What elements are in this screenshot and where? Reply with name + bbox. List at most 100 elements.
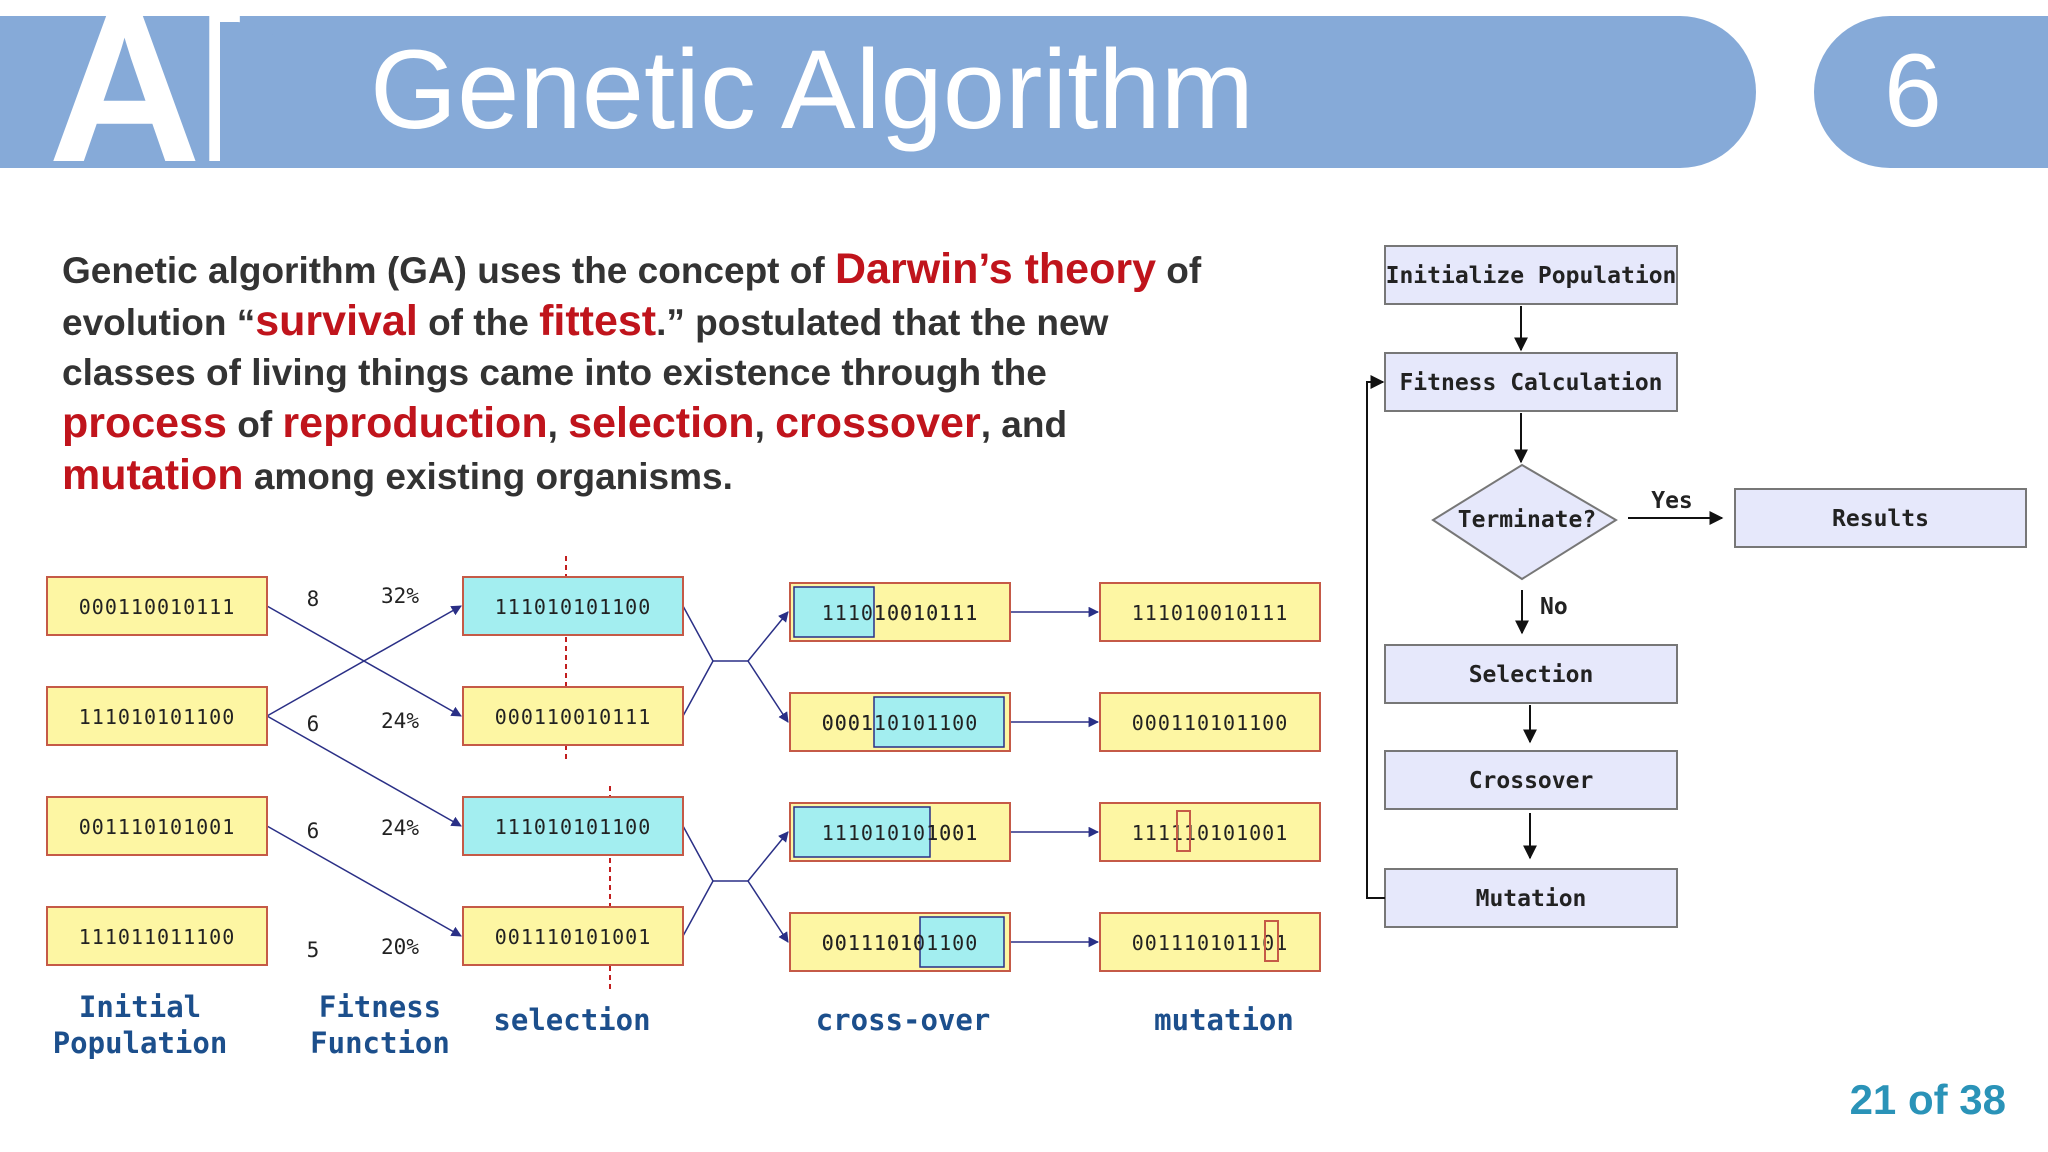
fitness-percent-4: 20%	[381, 935, 419, 959]
flow-selection-label: Selection	[1469, 662, 1594, 688]
flow-selection	[1384, 644, 1678, 704]
pair-link-2e	[747, 880, 789, 943]
selection-link-4	[266, 825, 462, 937]
mutated-chromosome-1	[1099, 582, 1321, 642]
flow-no-label: No	[1540, 594, 1568, 620]
mutated-bit-2	[1264, 920, 1279, 962]
highlight-reproduction: reproduction	[282, 399, 548, 447]
chapter-number: 6	[1884, 33, 1942, 149]
chapter-badge	[1814, 16, 2048, 168]
initial-chromosome-2	[46, 686, 268, 746]
fitness-percent-3: 24%	[381, 816, 419, 840]
title-banner	[0, 16, 1756, 168]
intro-text: Genetic algorithm (GA) uses the concept …	[62, 250, 835, 291]
highlight-selection: selection	[568, 399, 755, 447]
selected-chromosome-3	[462, 796, 684, 856]
highlight-survival: survival	[255, 297, 418, 345]
offspring-3-segment	[793, 806, 931, 858]
flow-results	[1734, 488, 2027, 548]
flow-crossover	[1384, 750, 1678, 810]
pair-link-1e	[747, 660, 789, 723]
flow-initialize-population-label: Initialize Population	[1386, 263, 1677, 289]
label-initial-line1: Initial	[79, 990, 201, 1024]
mutated-chromosome-4	[1099, 912, 1321, 972]
initial-chromosome-4	[46, 906, 268, 966]
intro-text: .” postulated that the new classes of li…	[62, 302, 1109, 393]
initial-chromosome-1	[46, 576, 268, 636]
label-fitness-line1: Fitness	[319, 990, 441, 1024]
ga-connectors	[266, 556, 1100, 992]
pair-link-2a	[682, 825, 714, 882]
intro-text: among existing organisms.	[243, 456, 733, 497]
selected-chromosome-4-text: 001110101001	[495, 925, 652, 949]
offspring-1-segment	[793, 586, 875, 638]
flow-results-label: Results	[1832, 506, 1929, 532]
highlight-crossover: crossover	[775, 399, 981, 447]
label-crossover: cross-over	[816, 1003, 991, 1037]
label-fitness-line2: Function	[310, 1026, 450, 1060]
fitness-percent-2: 24%	[381, 709, 419, 733]
selected-chromosome-2	[462, 686, 684, 746]
offspring-2-segment	[873, 696, 1005, 748]
label-mutation: mutation	[1154, 1003, 1294, 1037]
pair-link-2b	[682, 880, 714, 937]
flow-loop-back	[1366, 375, 1385, 899]
offspring-4-segment	[919, 916, 1005, 968]
intro-text: ,	[547, 404, 569, 445]
initial-chromosome-2-text: 111010101100	[79, 705, 236, 729]
selected-chromosome-4	[462, 906, 684, 966]
flow-fitness-calculation-label: Fitness Calculation	[1399, 370, 1662, 396]
offspring-chromosome-4-text: 001110101100	[822, 931, 979, 955]
slide-title: Genetic Algorithm	[370, 27, 1254, 152]
fitness-score-4: 5	[307, 938, 320, 962]
ga-example: 000110010111 111010101100 001110101001 1110…	[46, 576, 1321, 972]
highlight-fittest: fittest	[539, 297, 657, 345]
pair-link-1d	[747, 611, 789, 662]
highlight-mutation: mutation	[62, 451, 244, 499]
intro-text: ,	[754, 404, 776, 445]
label-selection: selection	[493, 1003, 650, 1037]
intro-text: of evolution “	[62, 250, 1202, 343]
fitness-score-3: 6	[307, 819, 320, 843]
flow-yes-label: Yes	[1651, 488, 1693, 514]
flow-crossover-label: Crossover	[1469, 768, 1594, 794]
intro-text: of	[226, 404, 283, 445]
intro-paragraph: Genetic algorithm (GA) uses the concept …	[62, 244, 1212, 502]
page-number: 21 of 38	[1849, 1076, 2006, 1123]
offspring-chromosome-1-text: 111010010111	[822, 601, 979, 625]
head-silhouette-icon	[220, 22, 284, 168]
mutated-chromosome-2-text: 000110101100	[1132, 711, 1289, 735]
ai-logo: AI	[44, 4, 284, 168]
mutated-chromosome-2	[1099, 692, 1321, 752]
flow-terminate-label: Terminate?	[1458, 507, 1596, 533]
selected-chromosome-2-text: 000110010111	[495, 705, 652, 729]
mutated-chromosome-3	[1099, 802, 1321, 862]
fitness-percent-1: 32%	[381, 584, 419, 608]
pair-link-1b	[682, 660, 714, 717]
mutated-chromosome-1-text: 111010010111	[1132, 601, 1289, 625]
highlight-darwins-theory: Darwin’s theory	[835, 245, 1156, 293]
mutated-chromosome-3-text: 111110101001	[1132, 821, 1289, 845]
initial-chromosome-3-text: 001110101001	[79, 815, 236, 839]
mutated-chromosome-4-text: 001110101101	[1132, 931, 1289, 955]
selection-link-2	[266, 605, 462, 717]
logo-text: AI	[48, 4, 254, 168]
fitness-score-1: 8	[307, 587, 320, 611]
offspring-chromosome-2-text: 000110101100	[822, 711, 979, 735]
label-initial-line2: Population	[53, 1026, 228, 1060]
highlight-process: process	[62, 399, 227, 447]
selected-chromosome-3-text: 111010101100	[495, 815, 652, 839]
initial-chromosome-3	[46, 796, 268, 856]
selection-link-3	[266, 715, 462, 827]
offspring-chromosome-3-text: 111010101001	[822, 821, 979, 845]
flow-initialize-population	[1384, 245, 1678, 305]
pair-link-2d	[747, 831, 789, 882]
intro-text: of the	[417, 302, 540, 343]
flow-mutation-label: Mutation	[1476, 886, 1587, 912]
mutated-bit-1	[1176, 810, 1191, 852]
fitness-score-2: 6	[307, 712, 320, 736]
initial-chromosome-4-text: 111011011100	[79, 925, 236, 949]
